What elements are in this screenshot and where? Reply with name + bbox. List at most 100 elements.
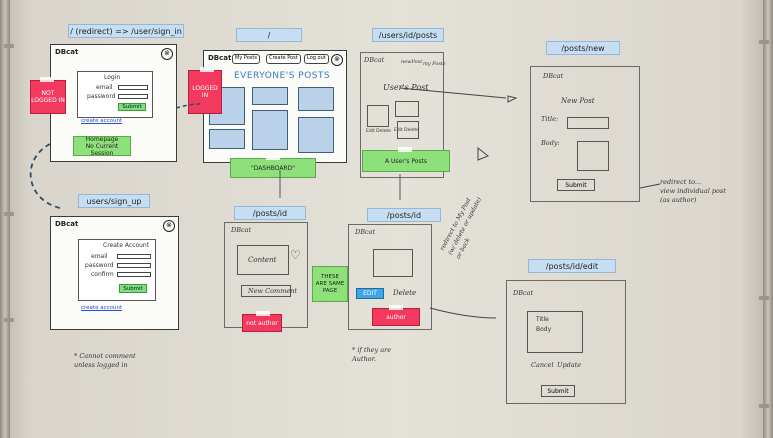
content-label: Content (248, 256, 277, 264)
user-posts-sketch: DBcat newPost my Posts User's Post Edit … (360, 52, 446, 178)
author-sticky: author (372, 308, 420, 326)
comment-field[interactable]: New Comment (241, 285, 297, 297)
route-label-root: / (236, 28, 302, 42)
arrow-signin-signup (29, 143, 61, 209)
board-clip (759, 296, 769, 300)
submit-button[interactable]: Submit (118, 103, 146, 111)
new-post-link[interactable]: newPost (401, 59, 423, 65)
banner: EVERYONE'S POSTS (234, 71, 331, 81)
user-posts-heading: User's Post (383, 83, 429, 92)
new-post-heading: New Post (561, 97, 595, 105)
post-view-author-sketch: DBcat Delete (348, 224, 432, 330)
app-name: DBcat (543, 72, 564, 80)
app-name: DBcat (513, 289, 534, 297)
edit-form: Title Body (527, 311, 583, 353)
board-frame-right (763, 0, 773, 438)
login-panel: Login email password Submit (77, 71, 153, 118)
arrow-author-edit (429, 307, 497, 319)
post-box[interactable] (395, 101, 419, 117)
post-content-box: Content (237, 245, 289, 275)
board-clip (759, 404, 769, 408)
post-edit-sketch: DBcat Title Body Cancel Update Submit (506, 280, 626, 404)
app-name: DBcat (55, 48, 79, 56)
tape (266, 155, 280, 160)
submit-button[interactable]: Submit (557, 179, 595, 191)
home-wireframe: DBcat My Posts Create Post Log out ⊗ EVE… (203, 50, 347, 163)
tape (398, 147, 412, 152)
arrow-signin-home (175, 103, 201, 109)
same-page-sticky: THESE ARE SAME PAGE (312, 266, 348, 302)
submit-button[interactable]: Submit (541, 385, 575, 397)
post-thumbnail[interactable] (252, 110, 288, 150)
create-account-link[interactable]: create account (81, 118, 123, 124)
password-label: password (85, 262, 114, 269)
password-field[interactable] (117, 263, 151, 268)
author-note: * if they are Author. (352, 346, 392, 363)
body-label: Body (536, 326, 552, 333)
board-clip (759, 40, 769, 44)
close-icon[interactable]: ⊗ (161, 48, 173, 60)
sign-up-wireframe: DBcat ⊗ Create Account email password co… (50, 216, 179, 330)
app-name: DBcat (231, 226, 252, 234)
post-thumbnail[interactable] (252, 87, 288, 105)
tape (389, 305, 403, 310)
cannot-comment-note: * Cannot comment unless logged in (74, 352, 136, 369)
email-field[interactable] (118, 85, 148, 90)
not-logged-in-sticky: NOT LOGGED IN (30, 80, 66, 114)
confirm-label: confirm (91, 271, 114, 278)
edit-delete-label[interactable]: Edit Delete (366, 129, 391, 134)
password-label: password (87, 93, 116, 100)
post-thumbnail[interactable] (298, 87, 334, 111)
board-frame-left (0, 0, 10, 438)
close-icon[interactable]: ⊗ (331, 54, 343, 66)
route-label-post-edit: /posts/id/edit (528, 259, 616, 273)
tab-my-posts[interactable]: My Posts (232, 54, 260, 64)
redirect-note: redirect to... view individual post (as … (660, 178, 726, 204)
app-name: DBcat (364, 56, 385, 64)
title-field[interactable] (567, 117, 609, 129)
app-name: DBcat (55, 220, 79, 228)
heart-icon[interactable]: ♡ (290, 248, 301, 262)
update-link[interactable]: Update (557, 361, 582, 369)
close-icon[interactable]: ⊗ (163, 220, 175, 232)
logged-in-sticky: LOGGED IN (188, 70, 222, 114)
post-thumbnail[interactable] (298, 117, 334, 153)
title-label: Title (536, 316, 549, 323)
new-post-sketch: DBcat New Post Title: Body: Submit (530, 66, 640, 202)
email-label: email (91, 253, 108, 260)
edit-sticky[interactable]: EDIT (356, 288, 384, 299)
route-label-post-view-author: /posts/id (367, 208, 441, 222)
app-name: DBcat (355, 228, 376, 236)
route-label-post-view: /posts/id (234, 206, 306, 220)
cancel-link[interactable]: Cancel (531, 361, 554, 369)
board-clip (4, 212, 14, 216)
arrow-new-redirect (639, 183, 661, 189)
post-box[interactable] (397, 121, 419, 139)
post-thumbnail[interactable] (209, 129, 245, 149)
create-account-link[interactable]: create account (81, 305, 123, 311)
arrow-head (507, 95, 518, 103)
route-label-user-posts: /users/id/posts (372, 28, 444, 42)
delete-link[interactable]: Delete (393, 289, 417, 297)
tab-create-post[interactable]: Create Post (266, 54, 301, 64)
email-field[interactable] (117, 254, 151, 259)
sign-in-wireframe: DBcat ⊗ Login email password Submit crea… (50, 44, 177, 162)
create-account-heading: Create Account (103, 242, 150, 249)
login-heading: Login (104, 74, 121, 81)
body-field[interactable] (577, 141, 609, 171)
post-box[interactable] (367, 105, 389, 127)
arrow-head (477, 146, 489, 161)
board-clip (4, 44, 14, 48)
tape (40, 77, 54, 82)
submit-button[interactable]: Submit (119, 284, 147, 293)
app-name: DBcat (208, 54, 232, 62)
title-label: Title: (541, 115, 559, 123)
my-posts-link[interactable]: my Posts (423, 61, 446, 67)
edit-delete-label[interactable]: Edit Delete (394, 128, 419, 133)
password-field[interactable] (118, 94, 148, 99)
body-label: Body: (541, 139, 560, 147)
tab-log-out[interactable]: Log out (304, 54, 329, 64)
route-label-sign-up: users/sign_up (78, 194, 150, 208)
confirm-field[interactable] (117, 272, 151, 277)
